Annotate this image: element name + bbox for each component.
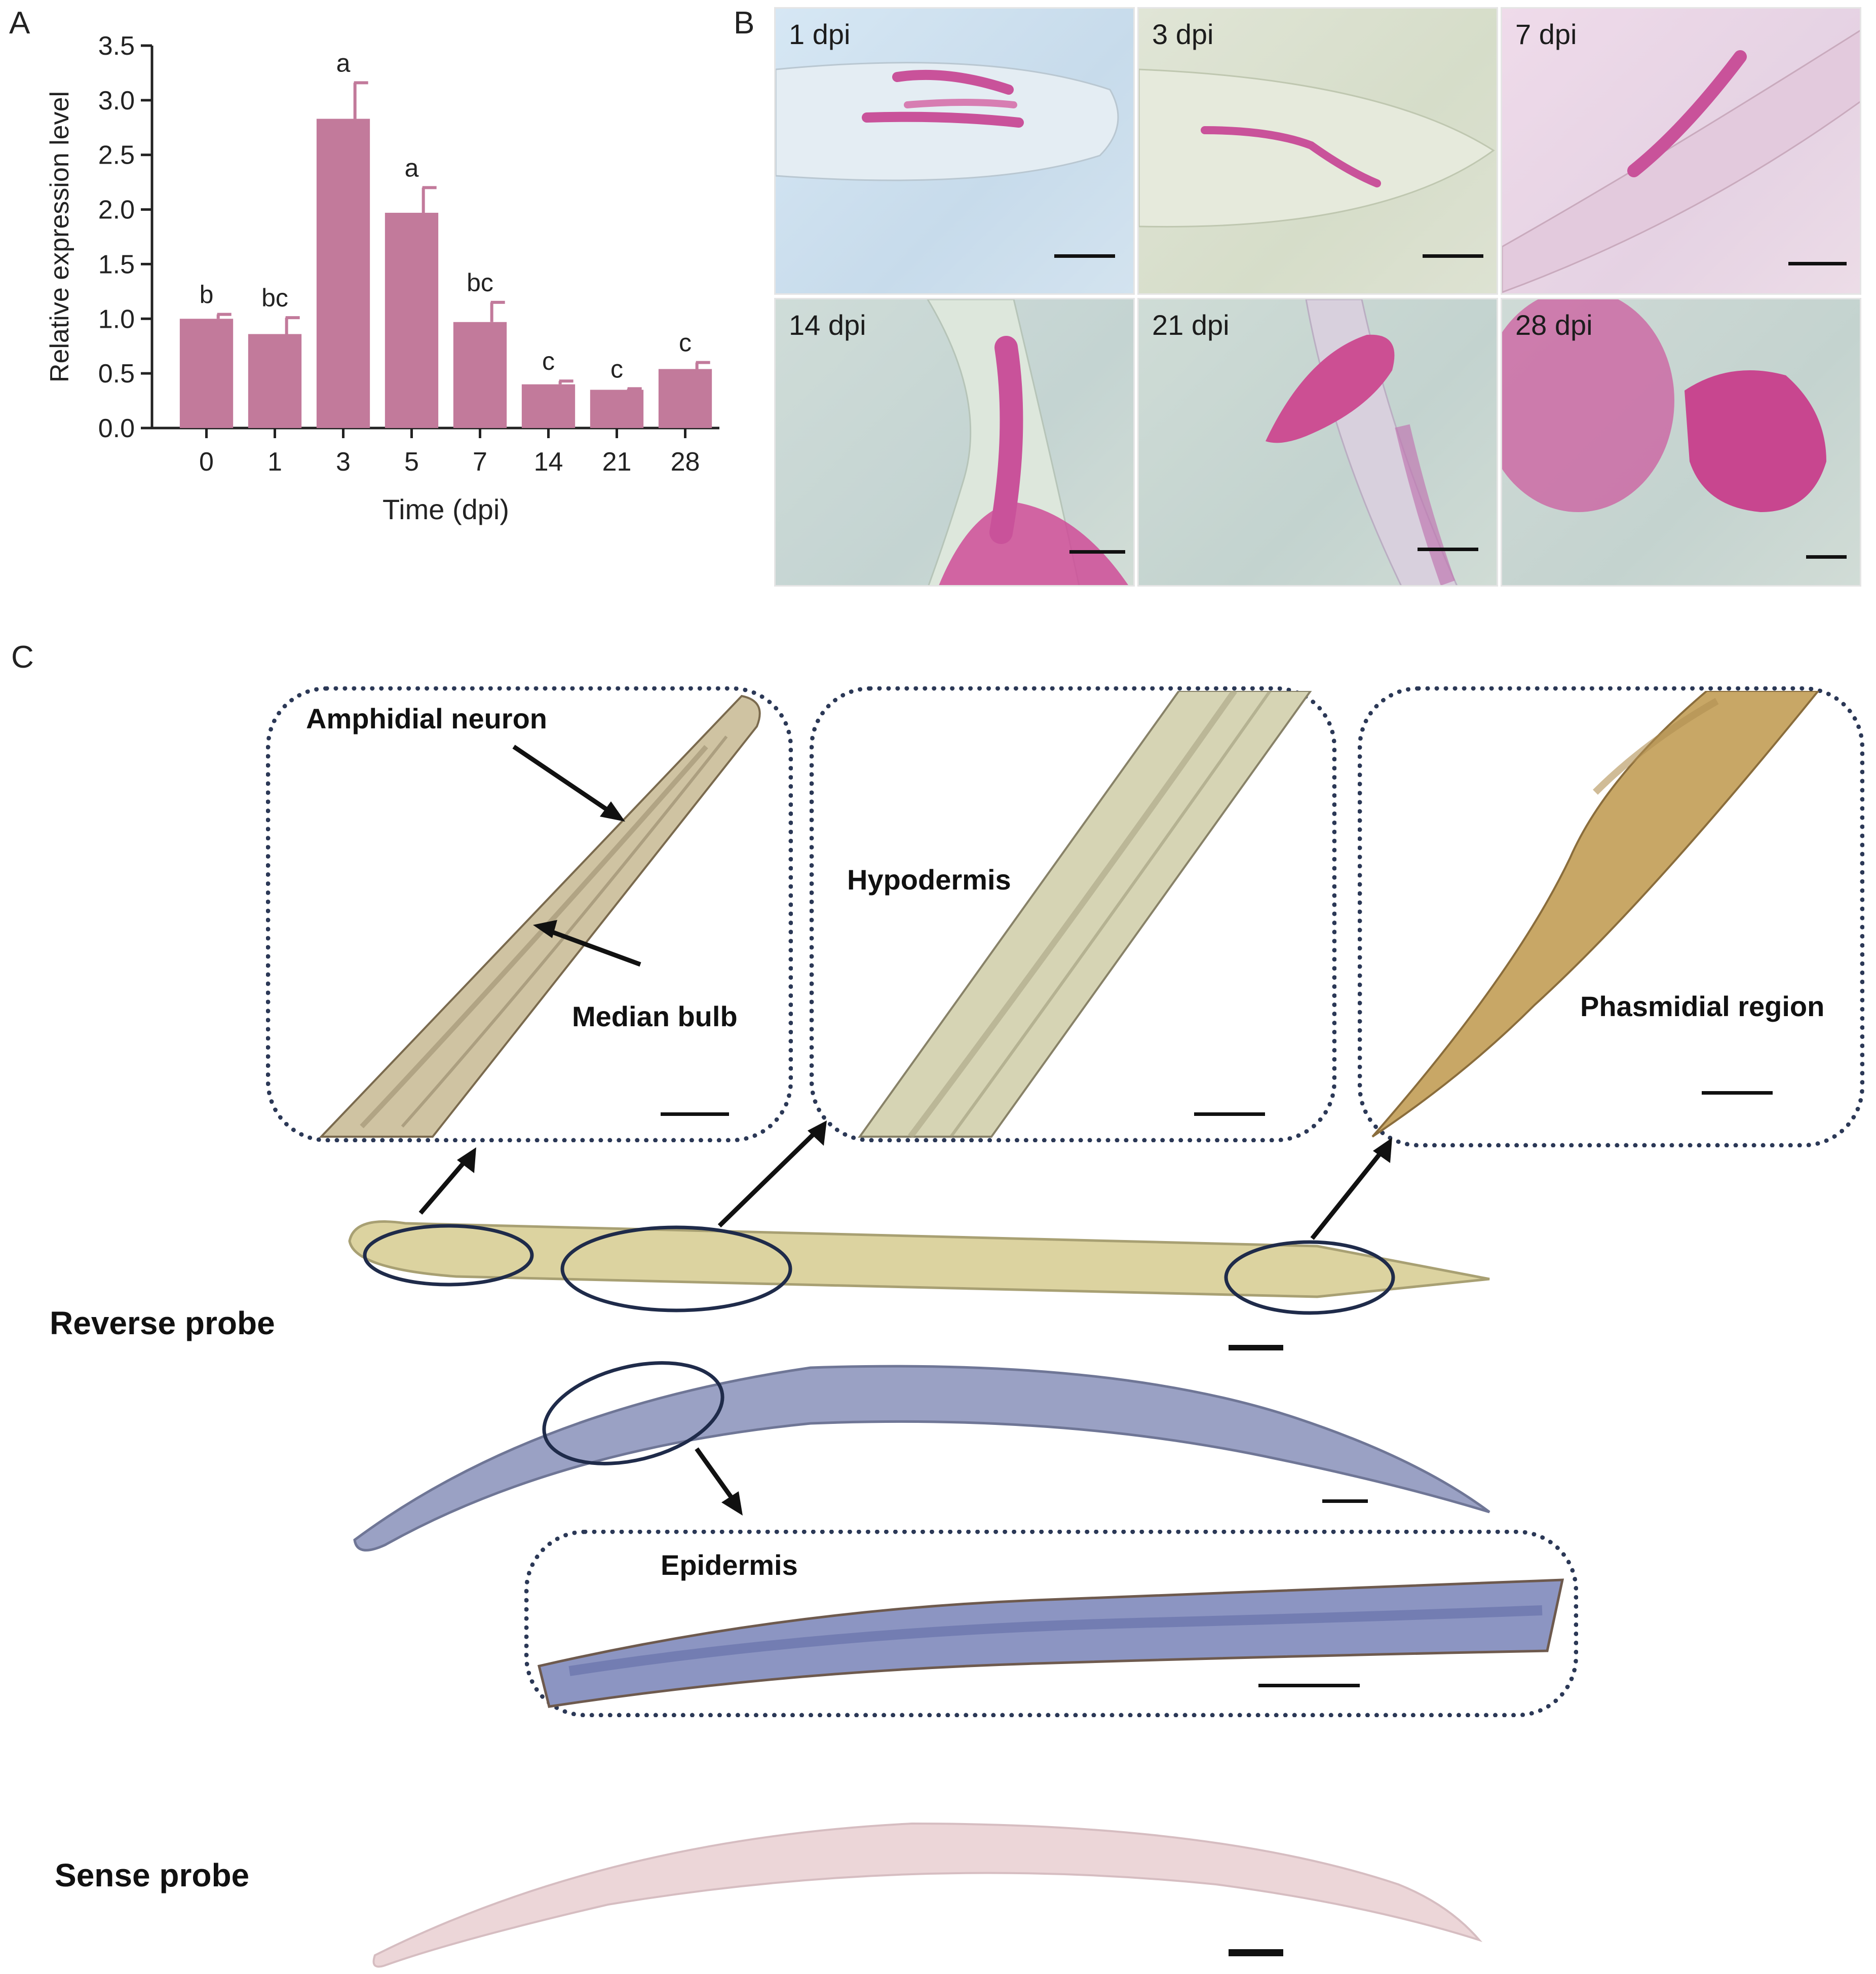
time-label-7dpi: 7 dpi (1515, 18, 1577, 50)
bar-21 (590, 390, 644, 428)
significance-label: c (610, 355, 623, 383)
x-tick-label: 28 (671, 447, 700, 477)
bar-0 (179, 319, 234, 428)
ellipse-tail (1224, 1240, 1395, 1315)
nematode-epidermis-micrograph (537, 1578, 1564, 1708)
scale-bar (1806, 555, 1847, 559)
significance-label: c (679, 329, 692, 357)
inset-amphidial: Amphidial neuron Median bulb (266, 686, 793, 1142)
time-label-28dpi: 28 dpi (1515, 309, 1593, 341)
bar-1 (248, 334, 302, 428)
root-tip-3dpi (1139, 68, 1495, 228)
time-label-3dpi: 3 dpi (1152, 18, 1214, 50)
label-hypodermis: Hypodermis (847, 864, 1011, 896)
y-tick-label: 1.0 (98, 304, 135, 334)
x-tick-label: 0 (199, 447, 214, 477)
micrograph-7dpi: 7 dpi (1501, 7, 1861, 295)
label-amphidial-neuron: Amphidial neuron (306, 703, 547, 734)
significance-label: bc (467, 268, 493, 297)
time-label-1dpi: 1 dpi (789, 18, 851, 50)
x-tick-label: 1 (267, 447, 282, 477)
y-axis-label: Relative expression level (45, 91, 74, 382)
y-tick-label: 3.0 (98, 86, 135, 115)
root-21dpi (1266, 299, 1458, 585)
root-7dpi (1502, 30, 1860, 293)
scale-bar (1322, 1499, 1368, 1503)
micrograph-28dpi: 28 dpi (1501, 298, 1861, 587)
x-tick-label: 7 (473, 447, 487, 477)
y-tick-label: 2.0 (98, 196, 135, 225)
ellipse-epidermis (542, 1361, 724, 1465)
label-phasmidial-region: Phasmidial region (1580, 990, 1825, 1022)
panel-label-a: A (9, 6, 30, 41)
label-median-bulb: Median bulb (572, 1000, 738, 1032)
x-tick-label: 5 (404, 447, 419, 477)
root-tip-1dpi (776, 62, 1119, 181)
significance-label: c (542, 347, 555, 375)
bar-14 (521, 384, 576, 428)
bar-5 (385, 213, 439, 428)
root-28dpi (1502, 299, 1826, 512)
time-label-21dpi: 21 dpi (1152, 309, 1230, 341)
significance-label: bc (261, 284, 288, 312)
x-axis-label: Time (dpi) (382, 493, 509, 525)
ellipse-body (560, 1225, 792, 1312)
sense-probe-worm (372, 1822, 1483, 1968)
scale-bar (1423, 254, 1483, 258)
scale-bar (1054, 254, 1115, 258)
x-tick-label: 3 (336, 447, 351, 477)
scale-bar (1229, 1949, 1283, 1956)
reverse-probe-worm-curved (353, 1365, 1490, 1552)
ellipse-head (363, 1224, 534, 1287)
significance-label: a (405, 153, 419, 182)
nematode-tail-micrograph (1371, 691, 1820, 1138)
y-tick-label: 2.5 (98, 141, 135, 170)
scale-bar (1229, 1345, 1283, 1350)
scale-bar (1788, 262, 1847, 265)
time-label-14dpi: 14 dpi (789, 309, 866, 341)
inset-hypodermis: Hypodermis (810, 686, 1336, 1142)
bar-7 (453, 322, 507, 428)
x-tick-label: 21 (602, 447, 632, 477)
scale-bar (1702, 1091, 1773, 1095)
y-tick-label: 3.5 (98, 31, 135, 61)
inset-epidermis: Epidermis (524, 1530, 1578, 1717)
y-tick-label: 0.0 (98, 414, 135, 443)
label-sense-probe: Sense probe (55, 1857, 250, 1893)
y-tick-label: 1.5 (98, 250, 135, 279)
scale-bar (661, 1112, 729, 1116)
scale-bar (1258, 1684, 1360, 1687)
label-epidermis: Epidermis (661, 1549, 798, 1581)
scale-bar (1194, 1112, 1265, 1116)
scale-bar (1069, 550, 1125, 554)
bar-28 (658, 369, 712, 428)
inset-phasmidial: Phasmidial region (1358, 686, 1864, 1147)
panel-label-c: C (11, 640, 34, 675)
arrow-median-bulb (533, 920, 641, 967)
panel-label-b: B (734, 6, 755, 41)
micrograph-3dpi: 3 dpi (1137, 7, 1498, 295)
scale-bar (1418, 548, 1478, 551)
x-tick-label: 14 (534, 447, 563, 477)
nematode-body-micrograph (858, 691, 1312, 1138)
significance-label: b (200, 281, 214, 309)
arrow-amphidial (512, 745, 625, 822)
micrograph-14dpi: 14 dpi (774, 298, 1135, 587)
micrograph-1dpi: 1 dpi (774, 7, 1135, 295)
significance-label: a (336, 49, 351, 77)
y-tick-label: 0.5 (98, 359, 135, 389)
label-reverse-probe: Reverse probe (50, 1305, 275, 1341)
micrograph-21dpi: 21 dpi (1137, 298, 1498, 587)
bar-3 (316, 119, 370, 428)
reverse-probe-worm-straight (348, 1220, 1490, 1298)
root-14dpi (927, 299, 1128, 585)
nematode-head-micrograph (319, 694, 761, 1138)
